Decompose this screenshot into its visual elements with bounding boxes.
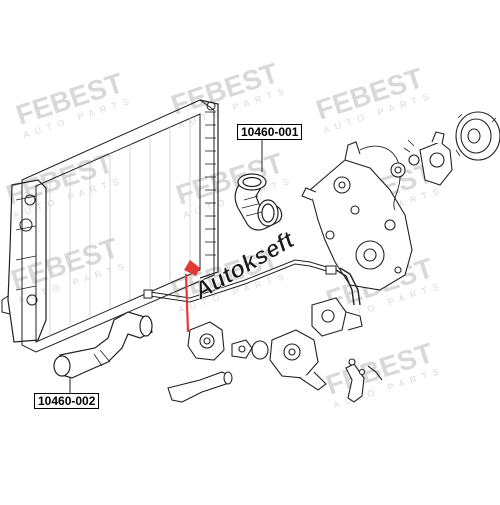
radiator-cap <box>206 101 216 111</box>
engine-front-cover <box>301 141 413 291</box>
watermark-7: FEBEST AUTO PARTS <box>7 232 130 305</box>
radiator-outlet <box>1 295 11 315</box>
radiator-fins <box>49 118 191 336</box>
lower-center-parts <box>167 297 383 403</box>
radiator-core-inner <box>35 113 201 343</box>
watermark-2: FEBEST AUTO PARTS <box>167 57 290 130</box>
watermark-10: FEBEST AUTO PARTS <box>322 337 445 410</box>
watermark-3: FEBEST AUTO PARTS <box>312 62 435 135</box>
radiator <box>1 99 219 353</box>
part-number-label-bottom: 10460-002 <box>34 393 100 409</box>
cover-outline <box>309 159 413 291</box>
pump-pulley <box>455 111 500 161</box>
thermostat-assembly <box>390 131 453 186</box>
thermostat-outlet <box>431 131 445 145</box>
line-connector-right <box>325 265 337 275</box>
small-hose <box>335 269 355 306</box>
part-number-label-top: 10460-001 <box>237 124 303 140</box>
sensor-connector <box>345 311 363 331</box>
radiator-left-tank <box>7 179 47 343</box>
radiator-tank-ribs <box>205 111 216 256</box>
line-connector-left <box>143 289 153 299</box>
lower-hose <box>53 311 153 379</box>
lower-hose-body <box>59 311 153 379</box>
radiator-core <box>21 99 215 353</box>
elbow-pipe <box>167 371 231 403</box>
outlet-pipe <box>299 371 327 391</box>
stamp-accent-top <box>184 260 200 276</box>
bypass-line <box>143 259 361 306</box>
coolant-line <box>149 259 331 299</box>
stamp-accent-stroke <box>184 273 190 333</box>
lower-hose-end-right <box>139 315 153 337</box>
o-ring <box>408 154 420 166</box>
lower-hose-end-left <box>53 355 71 377</box>
housing-gasket <box>251 340 269 360</box>
watermark-1: FEBEST AUTO PARTS <box>12 67 135 140</box>
upper-hose <box>234 173 283 231</box>
